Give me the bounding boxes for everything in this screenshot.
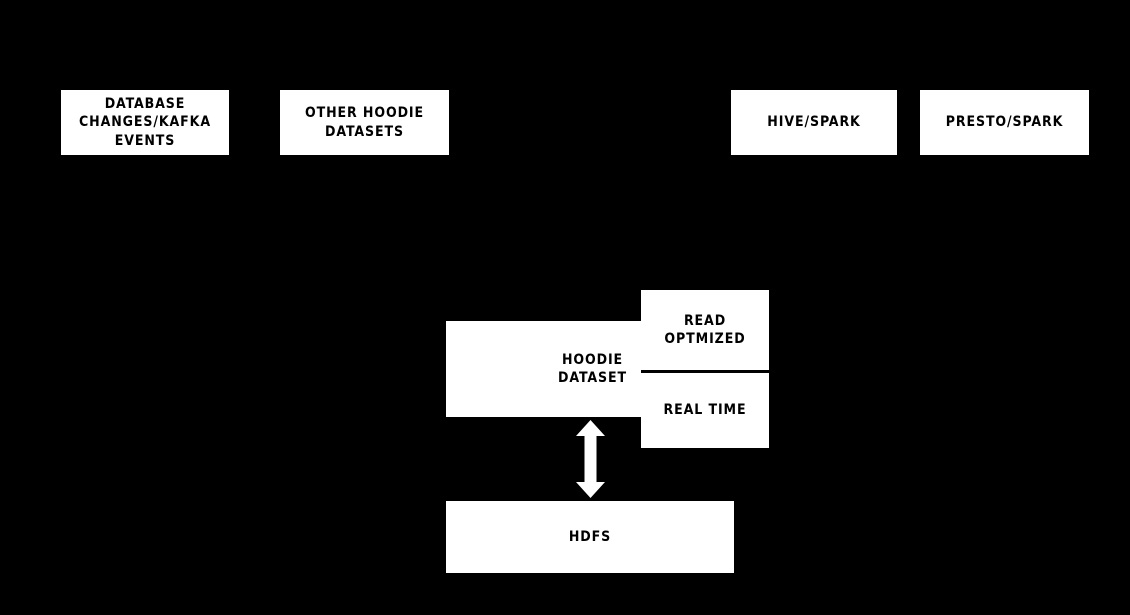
node-hdfs-label: HDFS: [568, 528, 612, 545]
node-presto-spark[interactable]: Presto/Spark: [920, 90, 1089, 155]
node-other-hoodie-datasets-label: Other Hoodie Datasets: [304, 105, 425, 140]
node-hive-spark[interactable]: Hive/Spark: [731, 90, 897, 155]
node-read-optimized-view[interactable]: Read Optmized: [641, 290, 769, 370]
node-hoodie-dataset[interactable]: Hoodie Dataset: [446, 321, 641, 417]
double-headed-arrow-icon: [576, 420, 605, 498]
node-other-hoodie-datasets[interactable]: Other Hoodie Datasets: [280, 90, 449, 155]
node-real-time-view-label: Real Time: [663, 402, 747, 419]
node-read-optimized-view-label: Read Optmized: [664, 312, 746, 347]
node-database-changes-kafka-events[interactable]: Database Changes/Kafka Events: [61, 90, 229, 155]
node-database-changes-kafka-events-label: Database Changes/Kafka Events: [78, 95, 211, 149]
node-presto-spark-label: Presto/Spark: [945, 114, 1064, 131]
node-hive-spark-label: Hive/Spark: [767, 114, 861, 131]
node-hdfs[interactable]: HDFS: [446, 501, 734, 573]
node-hoodie-dataset-label: Hoodie Dataset: [558, 351, 627, 386]
node-real-time-view[interactable]: Real Time: [641, 370, 769, 448]
